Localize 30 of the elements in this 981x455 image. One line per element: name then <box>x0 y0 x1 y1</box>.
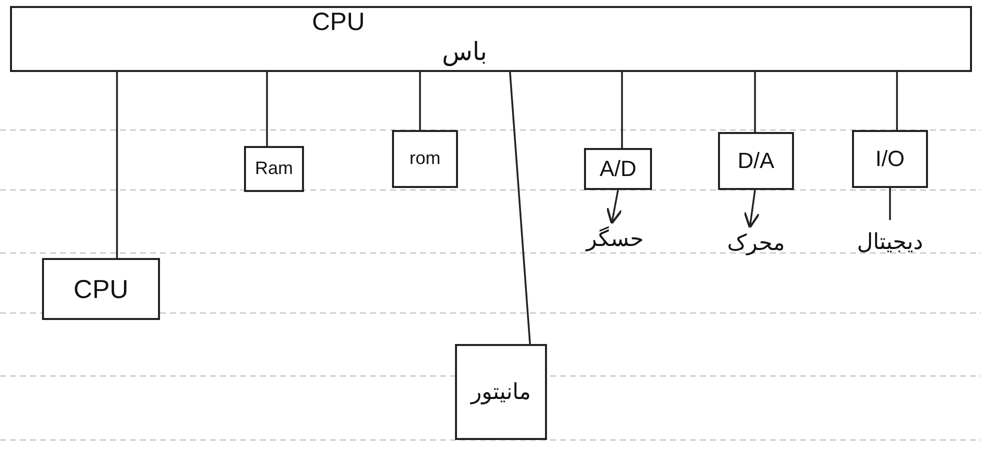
box-label: I/O <box>875 146 905 172</box>
process-box <box>244 146 304 192</box>
connector-line <box>266 72 268 146</box>
connector-line <box>116 72 118 258</box>
node-label: دیجیتال <box>856 230 924 254</box>
process-box <box>455 344 547 440</box>
process-box <box>852 130 928 188</box>
bus-bar <box>10 6 972 72</box>
process-box <box>718 132 794 190</box>
connector-line <box>419 72 421 130</box>
connector-line <box>889 188 891 220</box>
process-box <box>584 148 652 190</box>
box-label: rom <box>410 149 440 169</box>
bus-label: باس <box>442 39 488 66</box>
box-label: Ram <box>254 159 293 179</box>
process-box <box>42 258 160 320</box>
connector-line <box>754 72 756 132</box>
arrow <box>744 190 760 228</box>
process-box <box>392 130 458 188</box>
node-label: محرک <box>727 230 785 256</box>
box-label: A/D <box>600 156 636 182</box>
arrow <box>606 190 623 224</box>
connector-line <box>509 72 531 344</box>
box-label: CPU <box>74 274 128 304</box>
connector-line <box>621 72 623 148</box>
box-label: D/A <box>738 148 774 174</box>
bus-label: CPU <box>312 9 365 36</box>
node-label: حسگر <box>586 226 644 252</box>
connector-line <box>896 72 898 130</box>
box-label: مانیتور <box>471 380 531 404</box>
